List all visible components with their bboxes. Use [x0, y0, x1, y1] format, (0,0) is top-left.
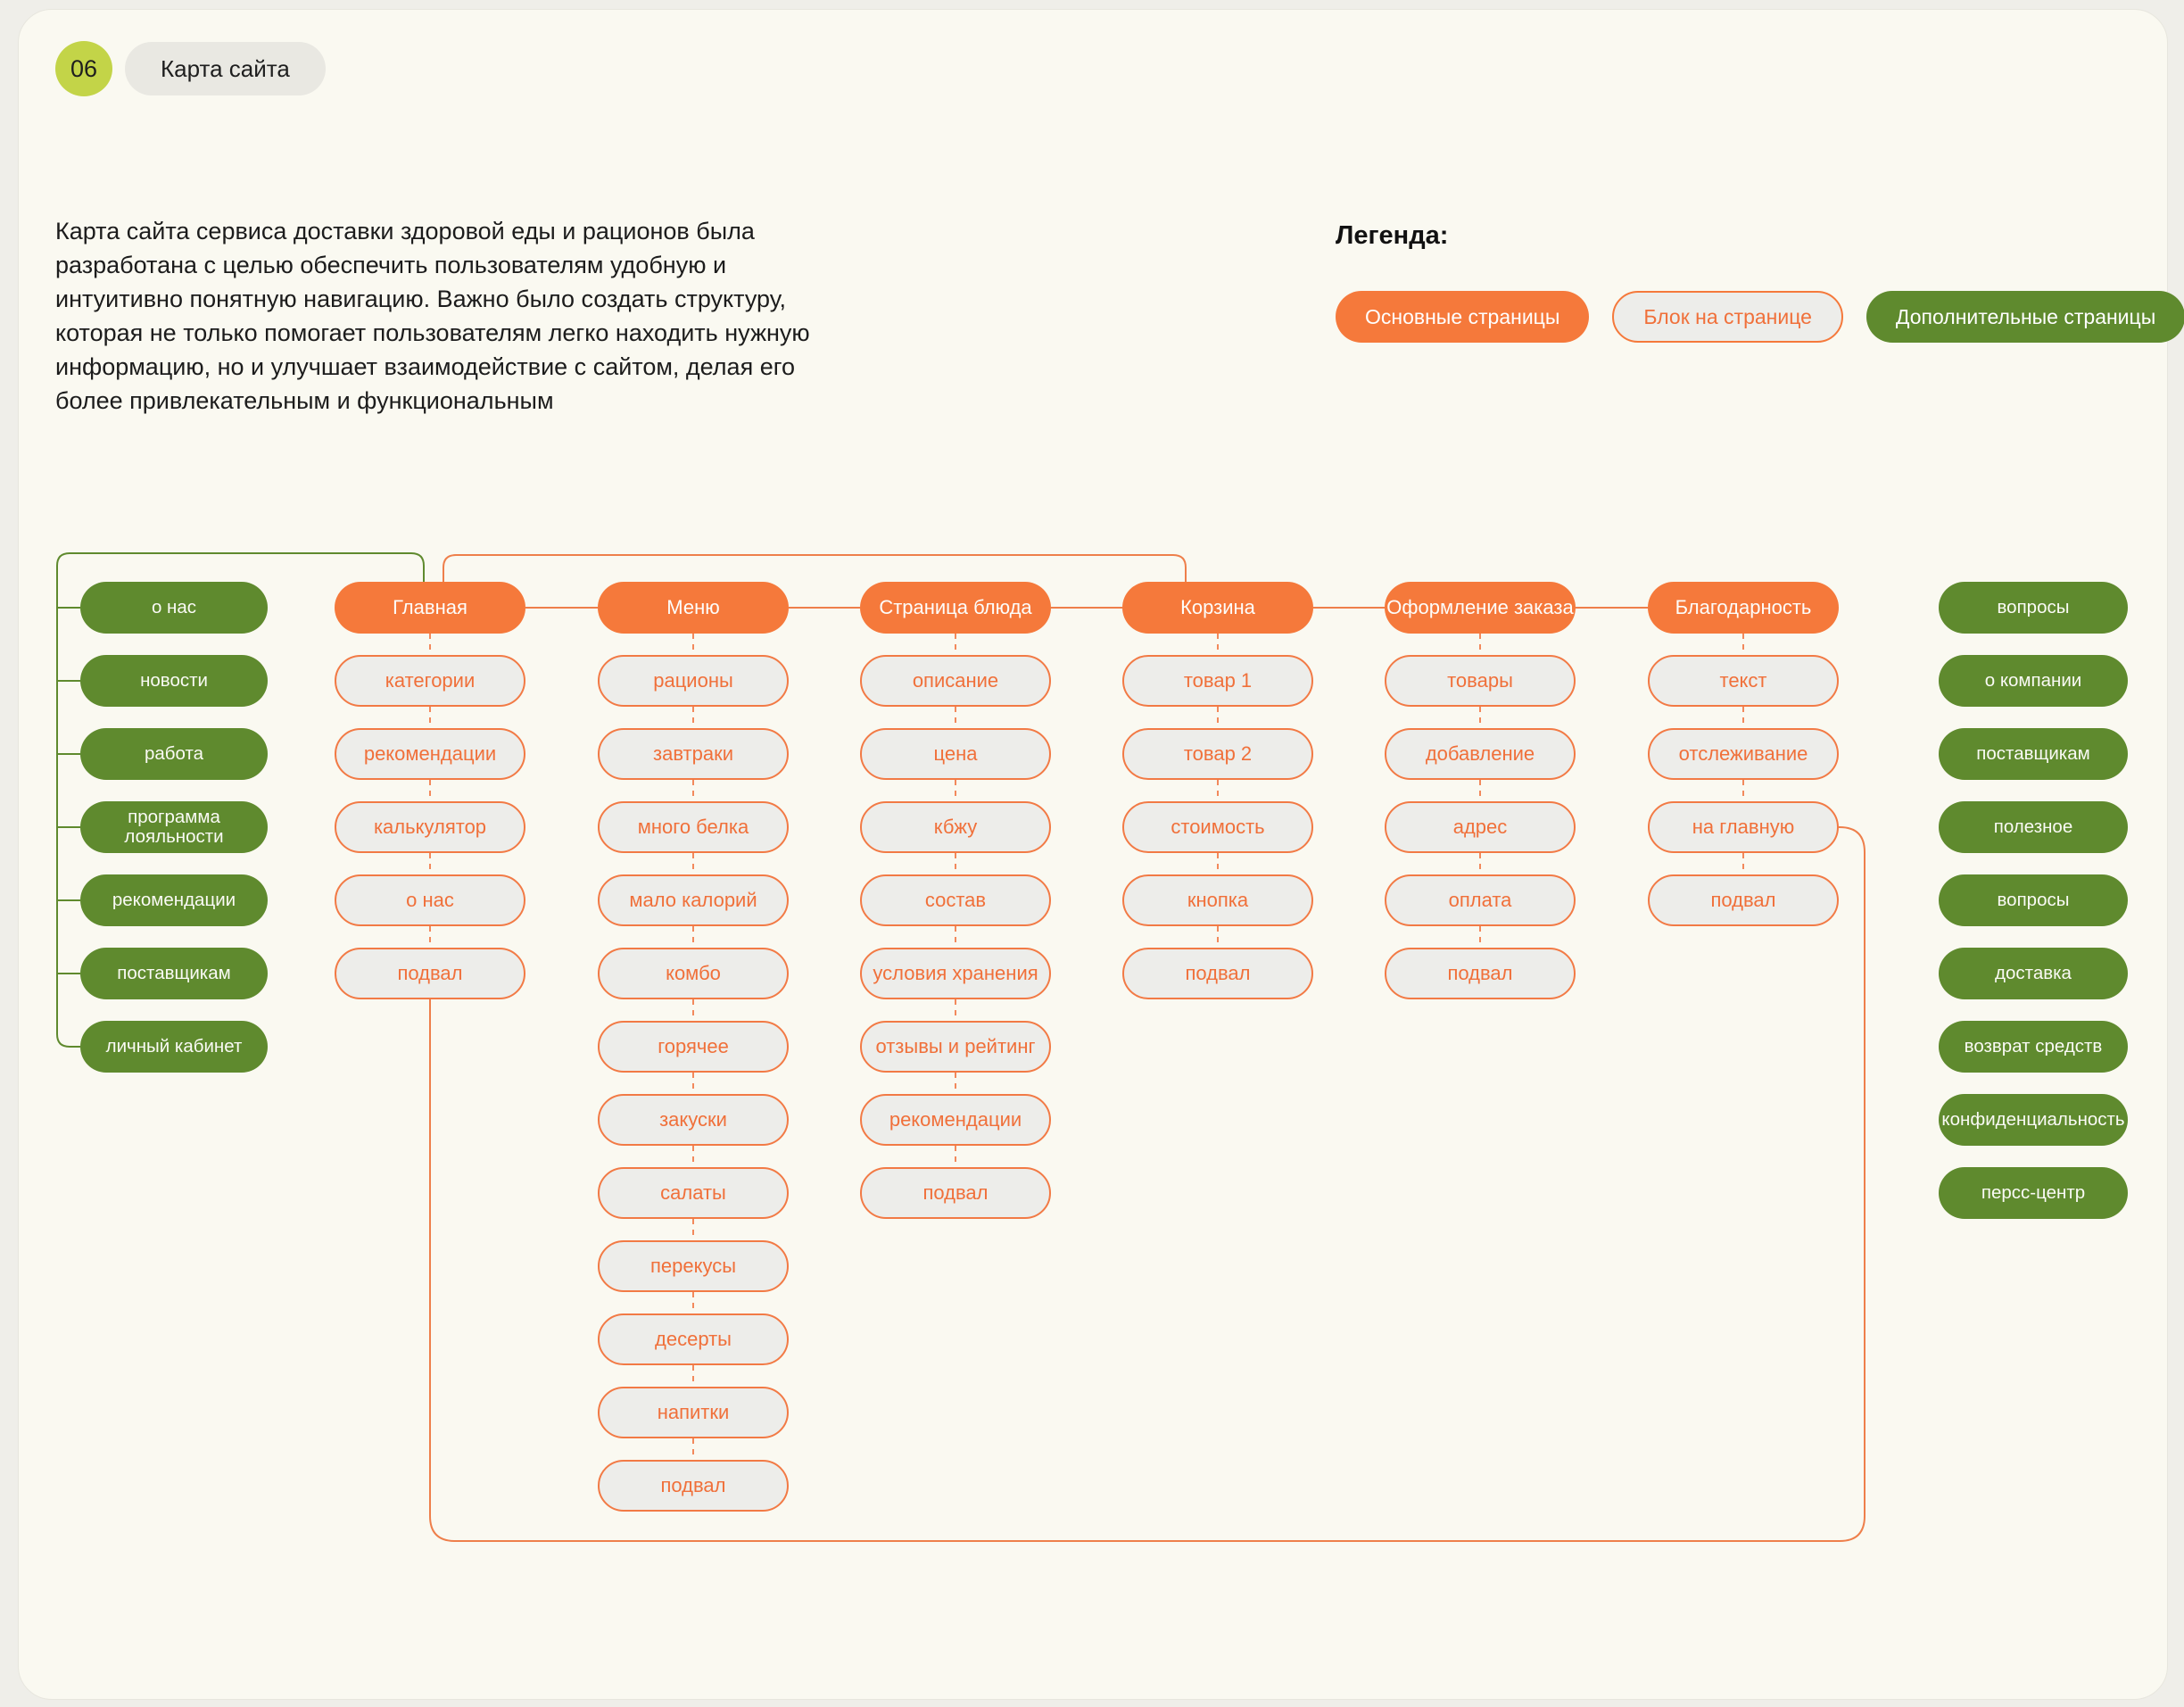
page-block-node: подвал [1648, 874, 1839, 926]
page-block-node: товары [1385, 655, 1576, 707]
page-block-node: перекусы [598, 1240, 789, 1292]
page-block-node: текст [1648, 655, 1839, 707]
main-page-node: Меню [598, 582, 789, 634]
additional-page-node: персс-центр [1939, 1167, 2128, 1219]
additional-page-node: о нас [80, 582, 268, 634]
page-block-node: рекомендации [335, 728, 525, 780]
main-page-node: Корзина [1122, 582, 1313, 634]
page-block-node: товар 1 [1122, 655, 1313, 707]
page-block-node: калькулятор [335, 801, 525, 853]
description-text: Карта сайта сервиса доставки здоровой ед… [55, 218, 810, 414]
page-block-node: подвал [1122, 948, 1313, 999]
page-block-node: адрес [1385, 801, 1576, 853]
slide-card [18, 9, 2168, 1700]
legend-pill-primary: Основные страницы [1336, 291, 1590, 343]
additional-page-node: доставка [1939, 948, 2128, 999]
legend-pill-additional: Дополнительные страницы [1866, 291, 2184, 343]
additional-page-node: новости [80, 655, 268, 707]
page-title: Карта сайта [125, 42, 326, 95]
additional-page-node: вопросы [1939, 582, 2128, 634]
page-block-node: завтраки [598, 728, 789, 780]
page-block-node: стоимость [1122, 801, 1313, 853]
additional-page-node: конфиденциальность [1939, 1094, 2128, 1146]
page-block-node: отзывы и рейтинг [860, 1021, 1051, 1073]
page-block-node: категории [335, 655, 525, 707]
page-block-node: условия хранения [860, 948, 1051, 999]
additional-page-node: вопросы [1939, 874, 2128, 926]
page-block-node: кнопка [1122, 874, 1313, 926]
page-block-node: закуски [598, 1094, 789, 1146]
page-block-node: о нас [335, 874, 525, 926]
page-block-node: горячее [598, 1021, 789, 1073]
page-block-node: товар 2 [1122, 728, 1313, 780]
page-block-node: цена [860, 728, 1051, 780]
page-block-node: рационы [598, 655, 789, 707]
additional-page-node: программа лояльности [80, 801, 268, 853]
additional-page-node: поставщикам [1939, 728, 2128, 780]
additional-page-node: о компании [1939, 655, 2128, 707]
legend-pill-block: Блок на странице [1612, 291, 1843, 343]
page-block-node: кбжу [860, 801, 1051, 853]
page-number-badge: 06 [55, 41, 112, 96]
main-page-node: Благодарность [1648, 582, 1839, 634]
additional-page-node: личный кабинет [80, 1021, 268, 1073]
page-block-node: салаты [598, 1167, 789, 1219]
main-page-node: Оформление заказа [1385, 582, 1576, 634]
page-block-node: на главную [1648, 801, 1839, 853]
page-block-node: мало калорий [598, 874, 789, 926]
additional-page-node: поставщикам [80, 948, 268, 999]
additional-page-node: работа [80, 728, 268, 780]
page-block-node: оплата [1385, 874, 1576, 926]
additional-page-node: возврат средств [1939, 1021, 2128, 1073]
additional-page-node: рекомендации [80, 874, 268, 926]
page-block-node: напитки [598, 1387, 789, 1438]
page-block-node: подвал [598, 1460, 789, 1512]
page-block-node: добавление [1385, 728, 1576, 780]
page-block-node: комбо [598, 948, 789, 999]
page-block-node: подвал [335, 948, 525, 999]
page-block-node: десерты [598, 1313, 789, 1365]
page-block-node: состав [860, 874, 1051, 926]
page-block-node: описание [860, 655, 1051, 707]
page-block-node: подвал [860, 1167, 1051, 1219]
page-block-node: отслеживание [1648, 728, 1839, 780]
main-page-node: Главная [335, 582, 525, 634]
page-block-node: подвал [1385, 948, 1576, 999]
additional-page-node: полезное [1939, 801, 2128, 853]
main-page-node: Страница блюда [860, 582, 1051, 634]
legend-label: Легенда: [1336, 221, 1449, 250]
page-block-node: много белка [598, 801, 789, 853]
legend: Основные страницы Блок на странице Дополни… [1336, 291, 2184, 343]
page-block-node: рекомендации [860, 1094, 1051, 1146]
